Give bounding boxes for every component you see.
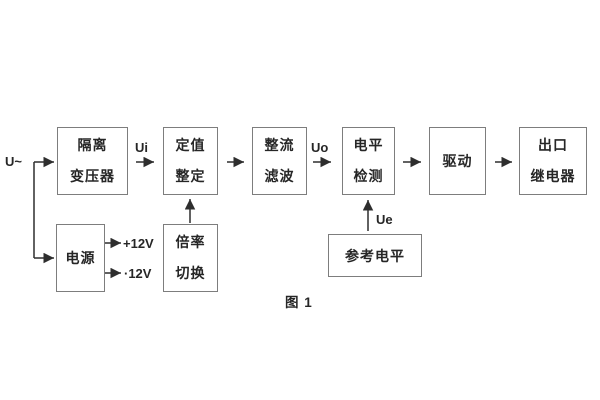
block-label-line: 驱动: [442, 152, 473, 169]
block-value-setting: 定值 整定: [163, 127, 218, 195]
block-reference-level: 参考电平: [328, 234, 422, 277]
block-label-line: 电平: [353, 137, 384, 153]
block-label-line: 检测: [353, 168, 384, 184]
block-label-line: 参考电平: [345, 247, 405, 264]
figure-caption: 图 1: [285, 295, 313, 310]
block-output-relay: 出口 继电器: [519, 127, 587, 195]
block-drive: 驱动: [429, 127, 486, 195]
block-label-line: 切换: [175, 265, 206, 281]
block-label-line: 变压器: [70, 168, 115, 184]
block-label-line: 整流: [264, 137, 295, 153]
block-label-line: 滤波: [264, 168, 295, 184]
signal-label-ue: Ue: [376, 212, 393, 227]
signal-label-ui: Ui: [135, 140, 148, 155]
block-label-line: 定值: [175, 137, 206, 153]
block-label-line: 出口: [538, 137, 568, 153]
signal-label-minus12v: ·12V: [124, 266, 152, 281]
block-label-line: 继电器: [530, 168, 576, 184]
block-label-line: 隔离: [77, 137, 108, 153]
block-label-line: 倍率: [175, 234, 206, 250]
block-ratio-switch: 倍率 切换: [163, 224, 218, 292]
signal-label-plus12v: +12V: [123, 236, 154, 251]
block-level-detect: 电平 检测: [342, 127, 395, 195]
signal-label-uo: Uo: [311, 140, 329, 155]
block-isolation-transformer: 隔离 变压器: [57, 127, 128, 195]
block-label-line: 电源: [65, 249, 96, 266]
block-rectifier-filter: 整流 滤波: [252, 127, 307, 195]
block-power-supply: 电源: [56, 224, 105, 292]
signal-label-input: U~: [5, 154, 22, 169]
block-label-line: 整定: [175, 168, 206, 184]
